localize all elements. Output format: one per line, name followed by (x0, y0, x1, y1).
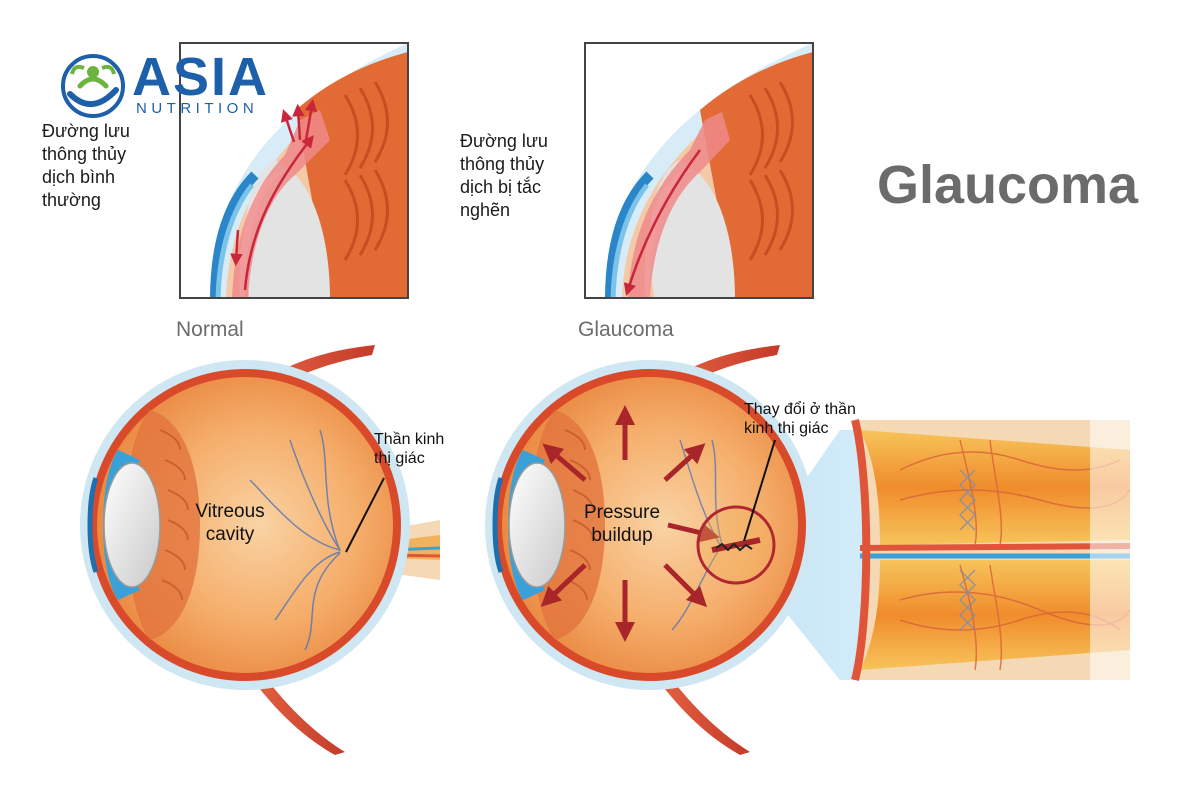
label-line: Pressure (583, 502, 661, 523)
note-line: thường (42, 190, 101, 210)
optic-nerve-pointer (345, 477, 385, 553)
label-line: Vitreous (195, 501, 265, 522)
note-line: dịch bị tắc (460, 177, 542, 197)
logo-tagline: NUTRITION (136, 100, 259, 117)
pressure-arrows (540, 405, 720, 642)
note-line: thông thủy (460, 154, 545, 174)
glaucoma-panel-label: Glaucoma (578, 318, 674, 341)
note-line: dịch bình (42, 167, 116, 187)
note-line: Đường lưu (460, 131, 548, 151)
note-line: Đường lưu (42, 121, 130, 141)
label-line: kinh thị giác (744, 420, 829, 437)
label-line: Thay đổi ở thần (744, 401, 856, 418)
note-line: thông thủy (42, 144, 127, 164)
nerve-change-pointer (743, 439, 776, 542)
normal-panel-label: Normal (176, 318, 244, 341)
label-line: cavity (205, 524, 255, 545)
logo-wordmark: ASIA (132, 47, 270, 107)
page-title: Glaucoma (877, 155, 1139, 215)
optic-nerve-change-label: Thay đổi ở thần kinh thị giác (744, 400, 856, 438)
normal-drainage-panel (179, 42, 409, 299)
optic-nerve-label: Thần kinh thị giác (374, 430, 444, 468)
label-line: buildup (591, 525, 653, 546)
note-line: nghẽn (460, 200, 511, 220)
magnified-optic-nerve (851, 419, 1131, 681)
normal-drainage-note: Đường lưu thông thủy dịch bình thường (42, 120, 130, 212)
vitreous-cavity-label: Vitreous cavity (180, 500, 280, 546)
logo-emblem-icon (61, 54, 125, 118)
pressure-buildup-label: Pressure buildup (572, 501, 672, 547)
blocked-drainage-note: Đường lưu thông thủy dịch bị tắc nghẽn (460, 130, 548, 222)
label-line: thị giác (374, 450, 425, 467)
normal-eye (80, 345, 441, 755)
label-line: Thần kinh (374, 431, 445, 448)
glaucoma-drainage-panel (584, 42, 814, 299)
